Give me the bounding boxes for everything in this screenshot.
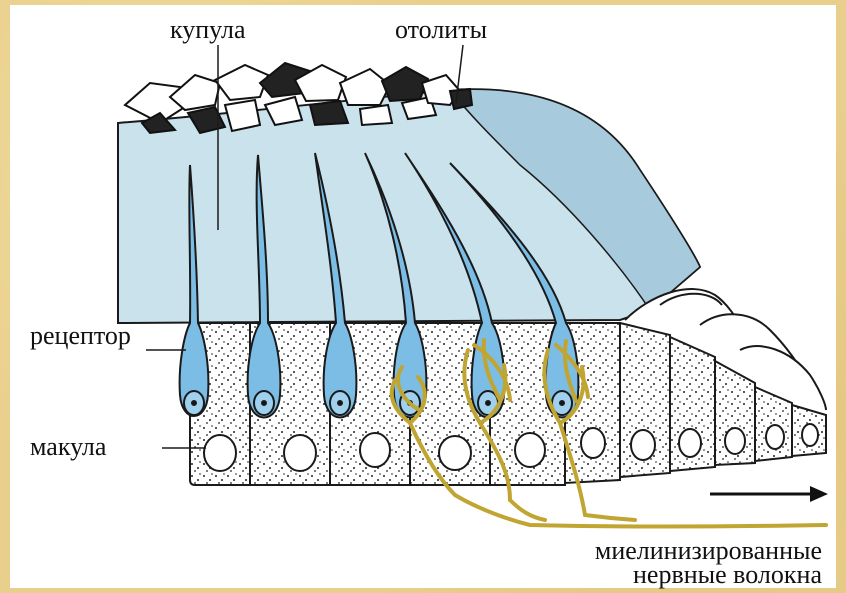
label-otoliths: отолиты [395,17,487,43]
arrow-right-icon [710,486,828,502]
label-fibers-line2: нервные волокна [595,563,822,587]
label-cupula: купула [170,17,246,43]
label-receptor: рецептор [30,323,131,349]
label-macula: макула [30,434,106,460]
vestibular-macula-diagram [10,5,836,588]
label-myelinated-fibers: миелинизированные нервные волокна [595,539,822,587]
diagram-canvas: купула отолиты рецептор макула миелинизи… [10,5,836,588]
